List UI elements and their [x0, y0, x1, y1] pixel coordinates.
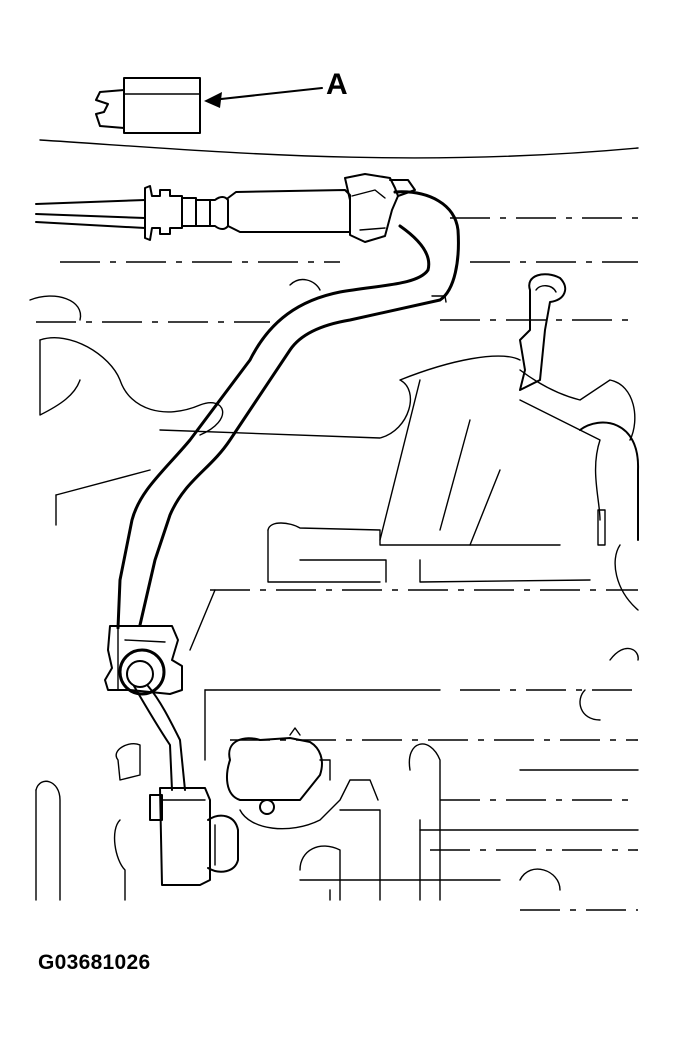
hose-clamp-top — [344, 173, 416, 243]
metal-pipe — [133, 685, 186, 791]
hose-grommet — [118, 648, 166, 696]
callout-label-a: A — [326, 68, 348, 101]
hose-bracket — [104, 625, 183, 695]
engine-background — [29, 139, 640, 911]
callout-arrow — [204, 87, 323, 108]
quick-connector — [144, 185, 351, 241]
figure-code: G03681026 — [38, 951, 151, 974]
main-hose — [116, 190, 460, 630]
line-to-connector — [35, 199, 146, 229]
lower-fitting — [149, 787, 239, 886]
part-a-clip — [95, 77, 201, 134]
